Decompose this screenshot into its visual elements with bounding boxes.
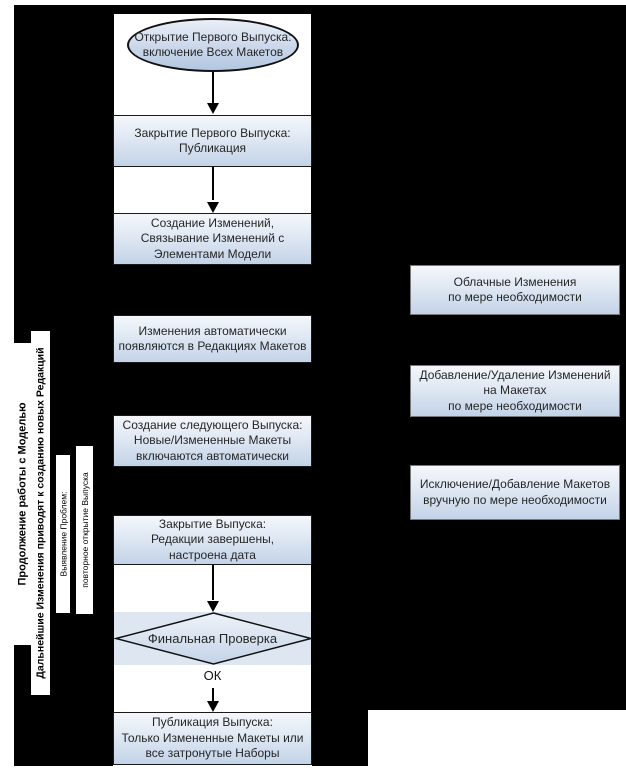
flow-box-line: Только Измененные Макеты или bbox=[121, 730, 304, 745]
left-label-text: повторное открытие Выпуска bbox=[79, 472, 90, 588]
flow-box-close-first-issue: Закрытие Первого Выпуска: Публикация bbox=[113, 115, 312, 167]
flow-box-line: Элементами Модели bbox=[153, 246, 272, 261]
lane-band-arrow bbox=[113, 565, 312, 612]
left-label-further-changes: Дальнейшие Изменения приводят к созданию… bbox=[31, 331, 50, 695]
arrow-down-icon bbox=[206, 601, 219, 612]
flow-box-line: Новые/Измененные Макеты bbox=[133, 433, 292, 448]
side-note-line: по мере необходимости bbox=[448, 290, 582, 304]
side-note-line: по мере необходимости bbox=[448, 398, 582, 413]
decision-diamond-shape bbox=[114, 612, 313, 665]
side-note-cloud-revisions: Облачные Изменения по мере необходимости bbox=[410, 265, 620, 315]
lane-gap bbox=[113, 467, 312, 515]
flow-box-close-issue: Закрытие Выпуска: Редакции завершены, на… bbox=[113, 515, 312, 565]
lane-gap bbox=[113, 265, 312, 315]
left-label-continue-model-work: Продолжение работы с Моделью bbox=[14, 343, 31, 645]
decision-label: Финальная Проверка bbox=[147, 631, 278, 646]
arrow-down-line bbox=[211, 72, 214, 103]
ok-label: ОК bbox=[203, 668, 222, 683]
flow-box-line: Связывание Изменений с bbox=[140, 231, 285, 246]
arrow-down-icon bbox=[206, 701, 219, 712]
flow-box-line: Публикация bbox=[178, 141, 247, 155]
lane-gap bbox=[113, 363, 312, 415]
flow-box-line: Редакции завершены, bbox=[150, 532, 275, 547]
flow-box-line: настроена дата bbox=[169, 547, 256, 562]
flow-box-line: все затронутые Наборы bbox=[145, 746, 280, 761]
flow-box-publish-issue: Публикация Выпуска: Только Измененные Ма… bbox=[113, 712, 312, 765]
flow-start-line: Открытие Первого Выпуска: bbox=[134, 30, 292, 44]
side-note-line: Исключение/Добавление Макетов bbox=[419, 477, 611, 491]
flow-box-line: Закрытие Выпуска: bbox=[158, 516, 267, 531]
side-note-line: Облачные Изменения bbox=[453, 274, 577, 289]
left-label-reopen-issue: повторное открытие Выпуска bbox=[75, 445, 94, 615]
flow-box-line: Создание Изменений, bbox=[150, 215, 275, 230]
flow-box-line: Публикация Выпуска: bbox=[152, 715, 273, 730]
flow-box-line: Создание следующего Выпуска: bbox=[122, 417, 303, 432]
arrow-down-line bbox=[211, 688, 214, 701]
lane-band-arrow bbox=[113, 167, 312, 213]
flow-box-create-next-issue: Создание следующего Выпуска: Новые/Измен… bbox=[113, 415, 312, 467]
flow-box-line: появляются в Редакциях Макетов bbox=[118, 339, 307, 353]
arrow-down-icon bbox=[206, 103, 219, 114]
flow-box-line: Закрытие Первого Выпуска: bbox=[134, 125, 291, 140]
flow-decision-band: Финальная Проверка bbox=[113, 612, 313, 665]
lane-band-start: Открытие Первого Выпуска: включение Всех… bbox=[113, 14, 312, 115]
flow-box-create-revisions: Создание Изменений, Связывание Изменений… bbox=[113, 213, 312, 265]
left-label-text: Дальнейшие Изменения приводят к созданию… bbox=[34, 347, 47, 679]
arrow-down-line bbox=[211, 167, 214, 200]
left-label-issues-found: Выявление Проблем: bbox=[56, 455, 70, 613]
left-label-text: Продолжение работы с Моделью bbox=[16, 402, 29, 586]
left-label-text: Выявление Проблем: bbox=[58, 491, 68, 577]
lane-band-ok: ОК bbox=[113, 665, 312, 712]
arrow-down-icon bbox=[206, 202, 219, 213]
lane-band-bottom bbox=[113, 765, 312, 780]
side-note-add-remove-revisions: Добавление/Удаление Изменений на Макетах… bbox=[410, 365, 620, 417]
side-note-line: вручную по мере необходимости bbox=[423, 492, 607, 507]
arrow-down-line bbox=[211, 565, 214, 600]
flow-box-line: включаются автоматически bbox=[136, 448, 289, 463]
flow-box-revisions-appear: Изменения автоматически появляются в Ред… bbox=[113, 315, 312, 363]
side-note-exclude-add-sheets: Исключение/Добавление Макетов вручную по… bbox=[410, 465, 620, 520]
main-flow-lane: Открытие Первого Выпуска: включение Всех… bbox=[113, 14, 313, 780]
flow-start-line: включение Всех Макетов bbox=[142, 45, 284, 59]
side-note-line: на Макетах bbox=[483, 383, 547, 398]
flow-start-ellipse: Открытие Первого Выпуска: включение Всех… bbox=[127, 18, 299, 72]
flow-box-line: Изменения автоматически bbox=[138, 323, 287, 338]
black-background bbox=[14, 5, 626, 710]
side-note-line: Добавление/Удаление Изменений bbox=[419, 367, 611, 382]
